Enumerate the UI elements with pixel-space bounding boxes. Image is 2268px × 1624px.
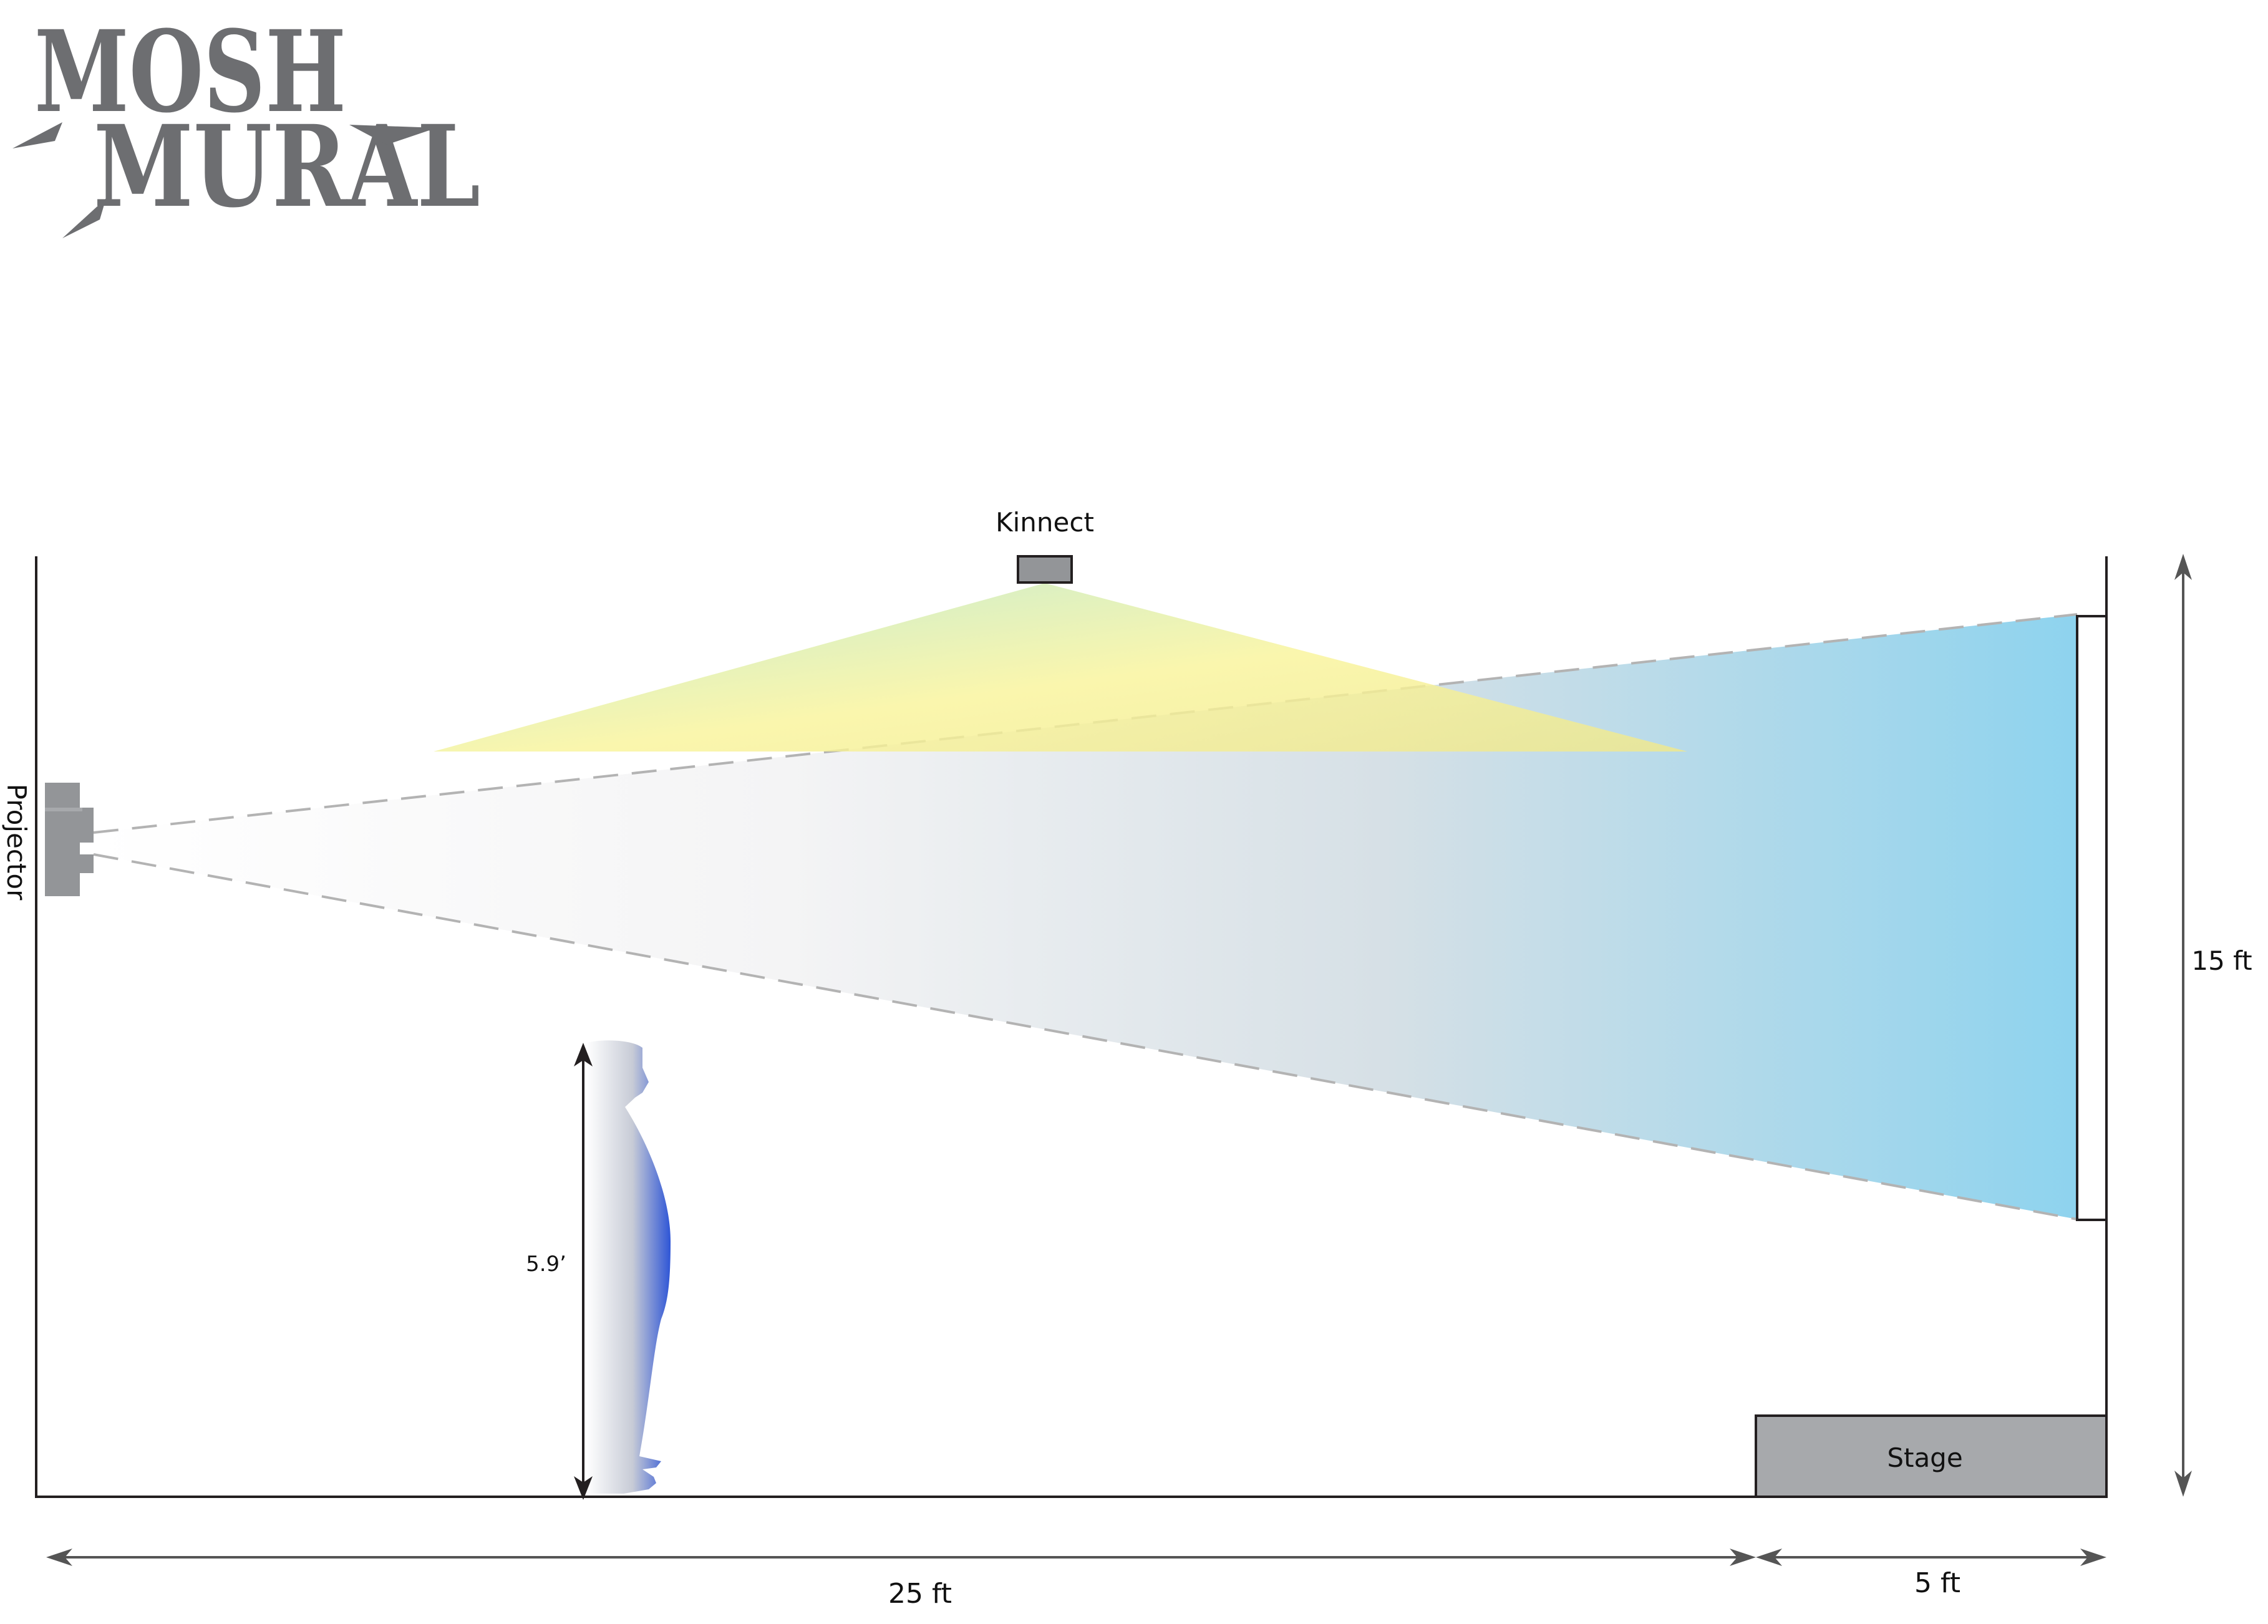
person-height-dimension [574,1043,593,1500]
projector-icon [45,783,94,896]
stage-length-label: 5 ft [1914,1567,1960,1599]
person-silhouette [586,1040,671,1494]
stage-label: Stage [1887,1443,1962,1473]
kinect-label: Kinnect [996,507,1094,538]
beam-edge-top [93,613,2078,834]
room-height-label: 15 ft [2191,945,2252,976]
stage-platform [1755,1414,2108,1498]
projector-beam [94,614,2077,1219]
stage-length-dimension [1756,1549,2106,1566]
kinect-sensor [1017,555,1073,584]
room-length-label: 25 ft [888,1578,952,1610]
logo: MOSH MURAL [12,6,480,238]
logo-line1: MOSH [34,6,346,138]
logo-swoosh-right [349,125,437,145]
room-length-dimension [46,1549,1756,1566]
projector-label: Projector [1,784,32,901]
person-height-label: 5.9’ [526,1252,566,1277]
logo-swoosh-left [12,122,62,148]
room-height-dimension [2174,554,2192,1497]
kinect-field-of-view [434,583,1687,752]
beam-edge-bottom [93,853,2078,1220]
logo-line2: MURAL [94,101,480,233]
projection-screen [2076,615,2108,1221]
logo-swoosh-bottom [62,198,106,238]
